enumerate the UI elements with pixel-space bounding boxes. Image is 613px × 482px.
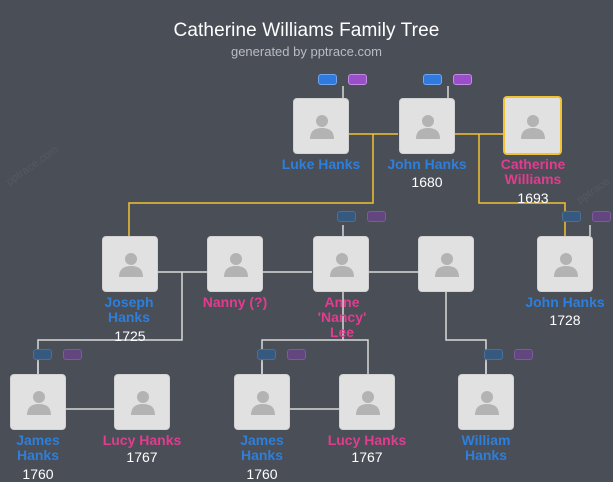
mother-badge[interactable] bbox=[63, 349, 82, 360]
person-silhouette-icon bbox=[435, 253, 459, 277]
person-name: John Hanks bbox=[387, 156, 467, 172]
person-name: Joseph Hanks bbox=[104, 294, 154, 325]
person-card-luke-hanks[interactable] bbox=[293, 98, 349, 154]
person-year: 1767 bbox=[351, 449, 383, 465]
person-year: 1725 bbox=[114, 328, 146, 344]
father-badge[interactable] bbox=[423, 74, 442, 85]
person-silhouette-icon bbox=[27, 391, 51, 415]
person-card-lucy-hanks-2[interactable] bbox=[339, 374, 395, 430]
person-card-catherine-williams[interactable] bbox=[503, 96, 562, 155]
person-card-james-hanks-2[interactable] bbox=[234, 374, 290, 430]
father-badge[interactable] bbox=[33, 349, 52, 360]
person-silhouette-icon bbox=[416, 115, 440, 139]
person-name: James Hanks bbox=[16, 432, 60, 463]
mother-badge[interactable] bbox=[592, 211, 611, 222]
person-year: 1693 bbox=[517, 190, 549, 206]
person-year: 1767 bbox=[126, 449, 158, 465]
person-name: Anne 'Nancy' Lee bbox=[317, 294, 367, 340]
person-card-william-hanks[interactable] bbox=[458, 374, 514, 430]
person-name: William Hanks bbox=[461, 432, 511, 463]
person-year: 1760 bbox=[22, 466, 54, 482]
person-silhouette-icon bbox=[310, 115, 334, 139]
person-card-john-hanks-1728[interactable] bbox=[537, 236, 593, 292]
person-card-anne-nancy-lee[interactable] bbox=[313, 236, 369, 292]
person-silhouette-icon bbox=[554, 253, 578, 277]
person-card-james-hanks-1[interactable] bbox=[10, 374, 66, 430]
person-year: 1680 bbox=[411, 174, 443, 190]
person-silhouette-icon bbox=[224, 253, 248, 277]
person-card-unknown[interactable] bbox=[418, 236, 474, 292]
mother-badge[interactable] bbox=[348, 74, 367, 85]
person-card-nanny[interactable] bbox=[207, 236, 263, 292]
person-silhouette-icon bbox=[356, 391, 380, 415]
mother-badge[interactable] bbox=[453, 74, 472, 85]
person-name: Lucy Hanks bbox=[327, 432, 407, 448]
mother-badge[interactable] bbox=[287, 349, 306, 360]
person-name: Luke Hanks bbox=[281, 156, 361, 172]
person-name: John Hanks bbox=[525, 294, 605, 310]
ancestry-line-joseph bbox=[128, 134, 374, 236]
page-title: Catherine Williams Family Tree bbox=[173, 20, 440, 41]
person-name: James Hanks bbox=[240, 432, 284, 463]
person-silhouette-icon bbox=[475, 391, 499, 415]
person-card-john-hanks-1680[interactable] bbox=[399, 98, 455, 154]
mother-badge[interactable] bbox=[367, 211, 386, 222]
person-name: Nanny (?) bbox=[202, 294, 268, 310]
father-badge[interactable] bbox=[562, 211, 581, 222]
person-card-lucy-hanks-1[interactable] bbox=[114, 374, 170, 430]
person-silhouette-icon bbox=[119, 253, 143, 277]
person-year: 1760 bbox=[246, 466, 278, 482]
father-badge[interactable] bbox=[484, 349, 503, 360]
descent-line-anne-right bbox=[343, 339, 369, 374]
father-badge[interactable] bbox=[337, 211, 356, 222]
person-silhouette-icon bbox=[521, 115, 545, 139]
person-silhouette-icon bbox=[330, 253, 354, 277]
mother-badge[interactable] bbox=[514, 349, 533, 360]
person-year: 1728 bbox=[549, 312, 581, 328]
person-card-joseph-hanks[interactable] bbox=[102, 236, 158, 292]
page-subtitle: generated by pptrace.com bbox=[230, 44, 383, 59]
person-name: Lucy Hanks bbox=[102, 432, 182, 448]
person-silhouette-icon bbox=[251, 391, 275, 415]
person-name: Catherine Williams bbox=[500, 156, 566, 187]
father-badge[interactable] bbox=[318, 74, 337, 85]
father-badge[interactable] bbox=[257, 349, 276, 360]
person-silhouette-icon bbox=[131, 391, 155, 415]
